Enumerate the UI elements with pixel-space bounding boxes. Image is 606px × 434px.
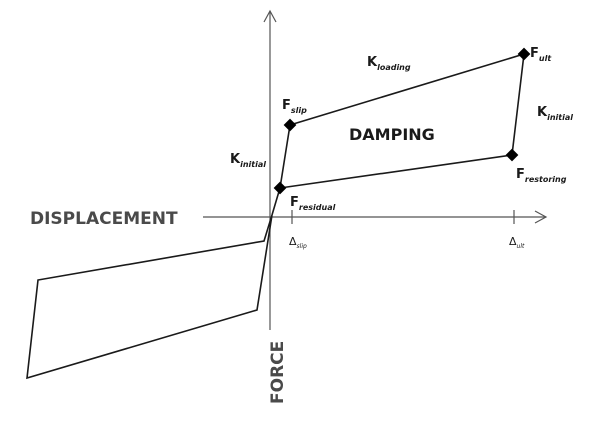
hysteresis-loop-lower — [26, 214, 273, 380]
f-ult-label: Fult — [530, 46, 552, 63]
k-initial-right-label: Kinitial — [537, 105, 573, 122]
f-slip-label: Fslip — [282, 98, 307, 115]
k-initial-left-label: Kinitial — [230, 152, 266, 169]
y-axis-label: FORCE — [268, 341, 288, 404]
marker-f-slip — [283, 118, 297, 132]
f-residual-label: Fresidual — [290, 195, 336, 212]
damping-label: DAMPING — [349, 125, 435, 144]
k-loading-label: Kloading — [367, 55, 411, 72]
f-restoring-label: Frestoring — [516, 167, 567, 184]
marker-f-restoring — [505, 148, 519, 162]
delta-slip-tick-label: Δslip — [289, 235, 307, 250]
marker-f-residual — [273, 181, 287, 195]
delta-ult-tick-label: Δult — [509, 235, 525, 250]
x-axis-label: DISPLACEMENT — [30, 209, 178, 229]
marker-f-ult — [517, 47, 531, 61]
